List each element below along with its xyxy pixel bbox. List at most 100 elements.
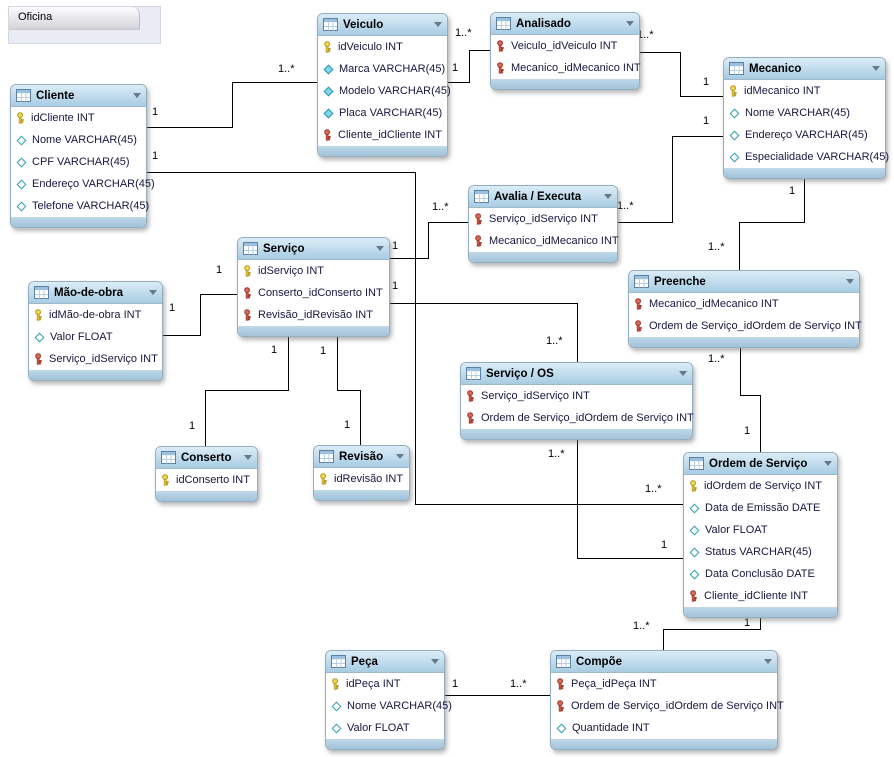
connection-veiculo-cliente[interactable]	[232, 82, 233, 128]
column-row[interactable]: idMão-de-obra INT	[29, 304, 162, 326]
column-row[interactable]: Mecanico_idMecanico INT	[491, 57, 641, 79]
connection-ordem-cliente[interactable]	[415, 504, 684, 505]
collapse-caret-icon[interactable]	[604, 194, 612, 199]
connection-compoe-ordem[interactable]	[663, 629, 664, 651]
column-row[interactable]: idOrdem de Serviço INT	[684, 475, 837, 497]
column-row[interactable]: Marca VARCHAR(45)	[318, 58, 447, 80]
table-header-servico-os[interactable]: Serviço / OS	[461, 363, 692, 385]
column-row[interactable]: Data de Emissão DATE	[684, 497, 837, 519]
column-row[interactable]: Placa VARCHAR(45)	[318, 102, 447, 124]
column-row[interactable]: Peça_idPeça INT	[551, 673, 777, 695]
connection-preenche-ordem[interactable]	[740, 345, 741, 396]
connection-ordem-cliente[interactable]	[415, 172, 416, 505]
column-row[interactable]: Valor FLOAT	[684, 519, 837, 541]
connection-servicoos-ordem[interactable]	[577, 437, 578, 559]
table-header-mao-de-obra[interactable]: Mão-de-obra	[29, 282, 162, 304]
connection-compoe-ordem[interactable]	[760, 615, 761, 630]
column-row[interactable]: Conserto_idConserto INT	[238, 282, 389, 304]
column-row[interactable]: Cliente_idCliente INT	[318, 124, 447, 146]
table-header-revisao[interactable]: Revisão	[314, 446, 409, 468]
connection-analisado-veiculo[interactable]	[448, 82, 470, 83]
connection-avalia-mecanico[interactable]	[672, 136, 673, 223]
connection-servico-revisao[interactable]	[360, 390, 361, 446]
table-header-veiculo[interactable]: Veiculo	[318, 14, 447, 36]
connection-analisado-veiculo[interactable]	[469, 50, 470, 83]
collapse-caret-icon[interactable]	[626, 21, 634, 26]
column-row[interactable]: Nome VARCHAR(45)	[326, 695, 452, 717]
connection-avalia-mecanico[interactable]	[618, 222, 673, 223]
connection-avalia-mecanico[interactable]	[672, 136, 724, 137]
column-row[interactable]: Veiculo_idVeiculo INT	[491, 35, 639, 57]
column-row[interactable]: Serviço_idServiço INT	[461, 385, 692, 407]
connection-analisado-mecanico[interactable]	[680, 96, 724, 97]
connection-servico-revisao[interactable]	[337, 335, 338, 391]
connection-analisado-veiculo[interactable]	[469, 50, 491, 51]
column-row[interactable]: idPeça INT	[326, 673, 444, 695]
collapse-caret-icon[interactable]	[133, 93, 141, 98]
connection-veiculo-cliente[interactable]	[147, 127, 233, 128]
connection-servicoos-ordem[interactable]	[577, 558, 684, 559]
connection-compoe-peca[interactable]	[445, 695, 551, 696]
column-row[interactable]: Cliente_idCliente INT	[684, 585, 837, 607]
connection-maodeobra-servico[interactable]	[200, 294, 201, 336]
connection-servico-conserto[interactable]	[205, 390, 289, 391]
connection-maodeobra-servico[interactable]	[200, 294, 238, 295]
connection-avalia-servico[interactable]	[428, 222, 429, 259]
connection-compoe-ordem[interactable]	[663, 629, 761, 630]
column-row[interactable]: Especialidade VARCHAR(45)	[724, 146, 889, 168]
connection-avalia-servico[interactable]	[390, 258, 429, 259]
collapse-caret-icon[interactable]	[764, 659, 772, 664]
column-row[interactable]: Serviço_idServiço INT	[469, 208, 617, 230]
column-row[interactable]: Ordem de Serviço_idOrdem de Serviço INT	[461, 407, 694, 429]
connection-preenche-mecanico[interactable]	[804, 176, 805, 223]
connection-servico-conserto[interactable]	[288, 335, 289, 391]
column-row[interactable]: Nome VARCHAR(45)	[724, 102, 885, 124]
column-row[interactable]: Endereço VARCHAR(45)	[724, 124, 885, 146]
table-header-mecanico[interactable]: Mecanico	[724, 58, 885, 80]
collapse-caret-icon[interactable]	[149, 290, 157, 295]
table-header-analisado[interactable]: Analisado	[491, 13, 639, 35]
connection-avalia-servico[interactable]	[428, 222, 469, 223]
column-row[interactable]: idServiço INT	[238, 260, 389, 282]
collapse-caret-icon[interactable]	[824, 461, 832, 466]
connection-preenche-ordem[interactable]	[740, 395, 761, 396]
column-row[interactable]: idMecanico INT	[724, 80, 885, 102]
column-row[interactable]: Mecanico_idMecanico INT	[469, 230, 619, 252]
column-row[interactable]: idCliente INT	[11, 107, 146, 129]
collapse-caret-icon[interactable]	[434, 22, 442, 27]
table-header-conserto[interactable]: Conserto	[156, 447, 257, 469]
column-row[interactable]: idVeiculo INT	[318, 36, 447, 58]
connection-preenche-mecanico[interactable]	[739, 222, 740, 271]
connection-analisado-mecanico[interactable]	[640, 52, 681, 53]
tab-oficina[interactable]: Oficina	[9, 7, 140, 30]
connection-servicoos-servico[interactable]	[390, 303, 578, 304]
connection-analisado-mecanico[interactable]	[680, 52, 681, 97]
column-row[interactable]: Ordem de Serviço_idOrdem de Serviço INT	[551, 695, 784, 717]
connection-maodeobra-servico[interactable]	[163, 335, 201, 336]
table-header-preenche[interactable]: Preenche	[629, 271, 859, 293]
table-header-peca[interactable]: Peça	[326, 651, 444, 673]
table-header-avalia-executa[interactable]: Avalia / Executa	[469, 186, 617, 208]
connection-preenche-mecanico[interactable]	[739, 222, 805, 223]
column-row[interactable]: Revisão_idRevisão INT	[238, 304, 389, 326]
column-row[interactable]: Serviço_idServiço INT	[29, 348, 162, 370]
column-row[interactable]: idRevisão INT	[314, 468, 409, 490]
column-row[interactable]: Modelo VARCHAR(45)	[318, 80, 451, 102]
column-row[interactable]: Telefone VARCHAR(45)	[11, 195, 149, 217]
column-row[interactable]: Data Conclusão DATE	[684, 563, 837, 585]
column-row[interactable]: Valor FLOAT	[29, 326, 162, 348]
connection-preenche-ordem[interactable]	[760, 395, 761, 453]
column-row[interactable]: Valor FLOAT	[326, 717, 444, 739]
column-row[interactable]: Nome VARCHAR(45)	[11, 129, 146, 151]
connection-servicoos-servico[interactable]	[577, 303, 578, 363]
